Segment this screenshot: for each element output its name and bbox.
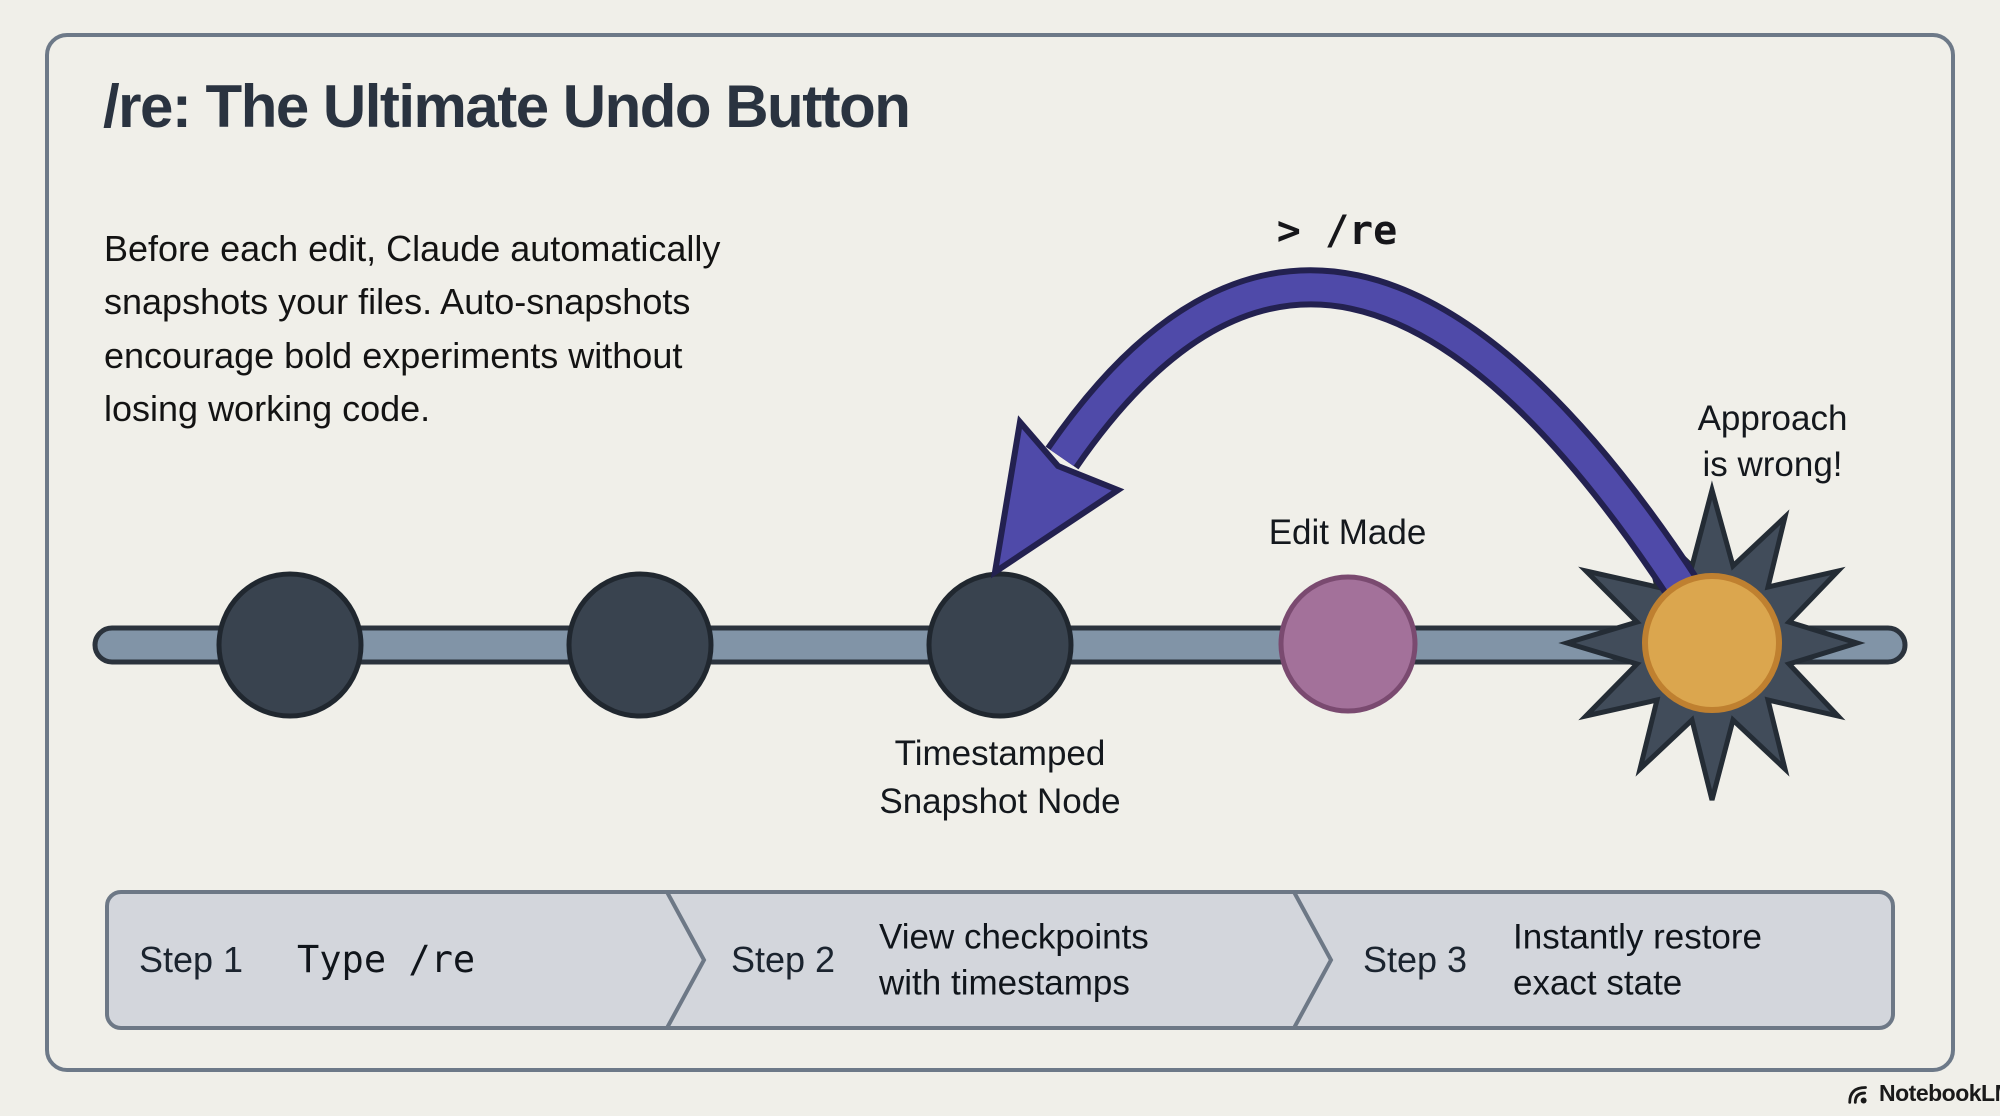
step-1-label: Step 1	[139, 939, 244, 980]
chevron-divider-icon	[665, 891, 707, 1029]
step-2-description: View checkpoints with timestamps	[879, 917, 1149, 1003]
step-1-description: Type /re	[297, 937, 476, 981]
timestamped-snapshot-label: Timestamped Snapshot Node	[879, 734, 1121, 822]
snapshot-node-1	[216, 571, 364, 719]
undo-arrow-shaft	[1050, 273, 1696, 598]
edit-made-node	[1278, 574, 1418, 714]
page-title: /re: The Ultimate Undo Button	[103, 73, 911, 140]
chevron-divider-icon	[1292, 891, 1334, 1029]
slide-description: Before each edit, Claude automatically s…	[104, 228, 721, 429]
notebooklm-logo-icon	[1848, 1085, 1867, 1104]
snapshot-node-2	[566, 571, 714, 719]
steps-bar: Step 1 Type /re Step 2 View checkpoints …	[105, 890, 1895, 1030]
undo-arrowhead-icon	[990, 415, 1125, 579]
step-2-label: Step 2	[731, 939, 836, 980]
re-command-label: > /re	[1276, 208, 1398, 254]
approach-wrong-label: Approach is wrong!	[1697, 399, 1848, 485]
snapshot-node-3	[926, 571, 1074, 719]
edit-made-label: Edit Made	[1268, 513, 1427, 552]
error-node	[1642, 573, 1782, 713]
slide-frame	[45, 33, 1955, 1072]
step-3-description: Instantly restore exact state	[1513, 917, 1762, 1003]
watermark-brand-label: NotebookLM	[1879, 1080, 2000, 1106]
step-3-label: Step 3	[1363, 939, 1468, 980]
notebooklm-watermark: NotebookLM	[1846, 1080, 2000, 1107]
